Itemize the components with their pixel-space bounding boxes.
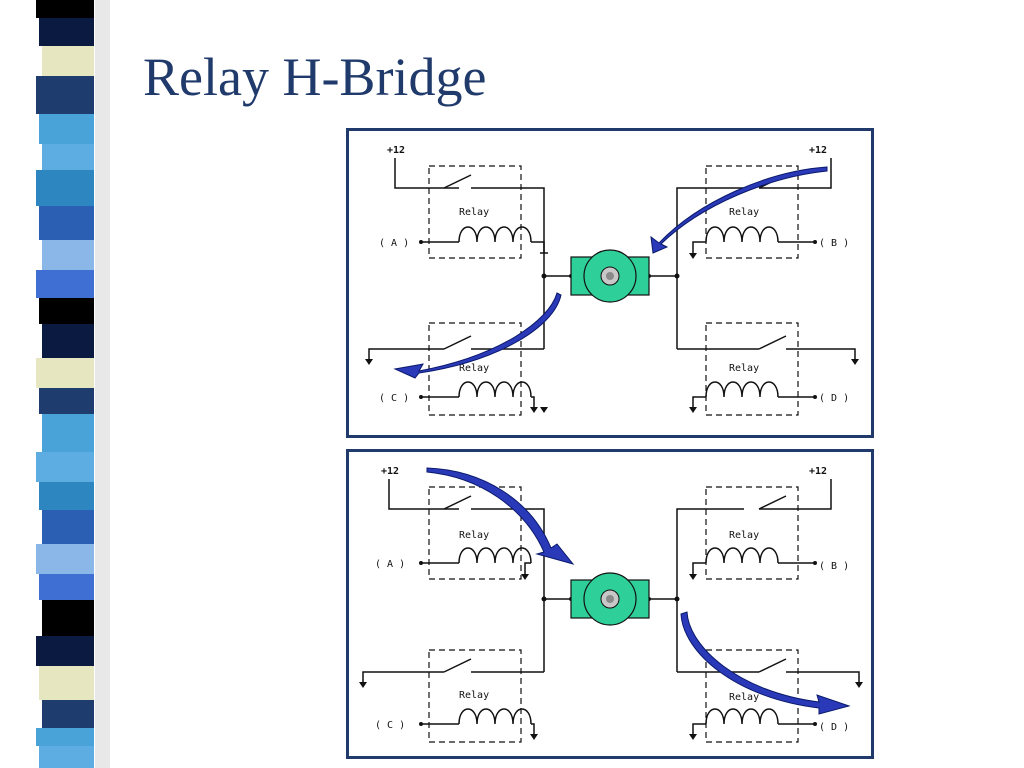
slide-title: Relay H-Bridge <box>143 47 487 107</box>
motor-icon <box>570 249 650 303</box>
stripe-band <box>42 600 94 636</box>
supply-label-left: +12 <box>381 466 399 477</box>
stripe-band <box>36 270 94 298</box>
stripe-band <box>39 206 94 240</box>
stripe-band <box>42 700 94 728</box>
relay-b-id: ( B ) <box>819 238 849 249</box>
stripe-band <box>36 636 94 666</box>
stripe-band <box>36 544 94 574</box>
current-arrow-b <box>650 166 828 254</box>
stripe-band <box>36 0 94 18</box>
stripe-band <box>42 324 94 358</box>
stripe-band <box>39 298 94 324</box>
relay-a-id: ( A ) <box>375 559 405 570</box>
stripe-band <box>39 574 94 600</box>
stripe-band <box>39 666 94 700</box>
relay-d-label: Relay <box>729 692 759 703</box>
relay-d-id: ( D ) <box>819 393 849 404</box>
relay-b-label: Relay <box>729 207 759 218</box>
stripe-band <box>36 452 94 482</box>
stripe-band <box>42 510 94 544</box>
stripe-band <box>39 114 94 144</box>
relay-c-label: Relay <box>459 690 489 701</box>
relay-c-id: ( C ) <box>379 393 409 404</box>
stripe-band <box>42 240 94 270</box>
stripe-band <box>39 746 94 768</box>
relay-a-label: Relay <box>459 207 489 218</box>
relay-b-label: Relay <box>729 530 759 541</box>
supply-label-right: +12 <box>809 145 827 156</box>
motor-icon <box>570 572 650 626</box>
current-arrow-d <box>680 611 851 715</box>
stripe-band <box>42 144 94 170</box>
relay-a-id: ( A ) <box>379 238 409 249</box>
decorative-stripe <box>0 0 110 768</box>
stripe-band <box>36 76 94 114</box>
stripe-band <box>36 170 94 206</box>
relay-a-label: Relay <box>459 530 489 541</box>
relay-c-label: Relay <box>459 363 489 374</box>
stripe-band <box>39 18 94 46</box>
relay-b-id: ( B ) <box>819 561 849 572</box>
stripe-band <box>42 46 94 76</box>
stripe-band <box>39 388 94 414</box>
relay-d-id: ( D ) <box>819 722 849 733</box>
current-arrow-c <box>393 292 562 379</box>
supply-label-left: +12 <box>387 145 405 156</box>
relay-c-id: ( C ) <box>375 720 405 731</box>
supply-label-right: +12 <box>809 466 827 477</box>
h-bridge-diagram-current-b-to-c: +12 +12 Relay Relay Relay Relay ( A ) ( … <box>346 128 874 438</box>
stripe-band <box>39 482 94 510</box>
stripe-band <box>36 358 94 388</box>
relay-d-label: Relay <box>729 363 759 374</box>
stripe-band <box>42 414 94 452</box>
current-arrow-a <box>426 467 575 565</box>
stripe-band <box>36 728 94 746</box>
h-bridge-diagram-current-a-to-d: +12 +12 Relay Relay Relay Relay ( A ) ( … <box>346 449 874 759</box>
